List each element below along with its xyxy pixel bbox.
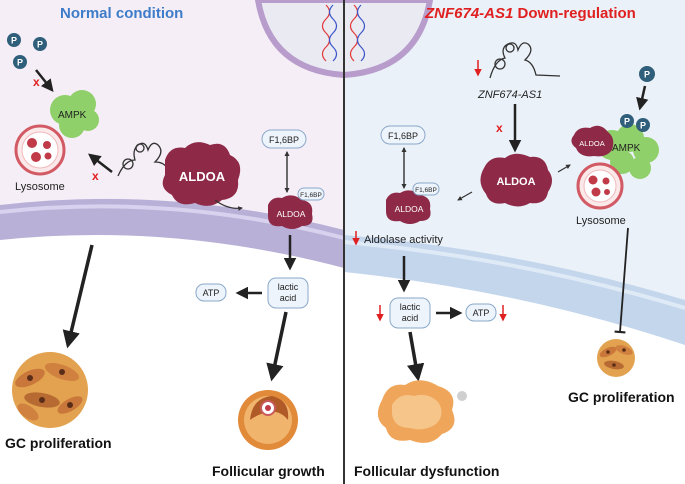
follicular-growth-label: Follicular growth xyxy=(212,463,325,479)
right-title-gene: ZNF674-AS1 xyxy=(424,5,513,22)
phosphate-icon xyxy=(620,114,634,128)
phosphate-label: P xyxy=(17,58,23,68)
aldolase-activity-label: Aldolase activity xyxy=(364,234,443,246)
aldoa-complex-right xyxy=(571,125,614,157)
left-title: Normal condition xyxy=(60,5,183,22)
inhibit-mark-right: x xyxy=(496,121,503,135)
f16bp-small-label-left: F1,6BP xyxy=(300,192,322,199)
aldoa-small-left xyxy=(268,195,313,229)
lncrna-stemloop-right xyxy=(489,42,561,79)
phosphate-icon: P P P xyxy=(7,33,47,69)
ampk-complex-left: AMPK xyxy=(50,90,99,138)
ampk-label-left: AMPK xyxy=(58,110,87,121)
lactic-line: lactic xyxy=(400,302,421,312)
aldoa-large-right xyxy=(480,153,552,207)
right-title: ZNF674-AS1 Down-regulation xyxy=(424,5,636,22)
f16bp-pill-left: F1,6BP xyxy=(261,129,307,149)
atp-pill-left: ATP xyxy=(195,283,227,302)
f16bp-small-pill-left: F1,6BP xyxy=(297,187,325,201)
f16bp-small-label-right: F1,6BP xyxy=(415,187,437,194)
f16bp-pill-right: F1,6BP xyxy=(380,125,426,145)
lactic-line: acid xyxy=(402,313,419,323)
gc-cells-left-image xyxy=(12,352,88,428)
phosphate-label: P xyxy=(644,70,650,80)
phosphate-label: P xyxy=(624,117,630,127)
lysosome-label-right: Lysosome xyxy=(576,215,626,227)
ampk-label-right: AMPK xyxy=(612,143,641,154)
phosphate-icon xyxy=(639,66,655,82)
left-cell-cytoplasm xyxy=(0,0,344,230)
aldoa-small-label-left: ALDOA xyxy=(277,209,306,219)
phosphate-icon xyxy=(636,118,650,132)
inhibit-mark-left-2: x xyxy=(92,169,99,183)
gc-proliferation-label-right: GC proliferation xyxy=(568,389,675,405)
dna-right-icon xyxy=(349,4,366,62)
f16bp-label-left: F1,6BP xyxy=(269,135,299,145)
right-title-rest: Down-regulation xyxy=(513,5,636,22)
f16bp-small-pill-right: F1,6BP xyxy=(412,182,440,196)
gene-label-right: ZNF674-AS1 xyxy=(477,89,542,101)
right-membrane xyxy=(344,235,685,345)
aldoa-small-label-right: ALDOA xyxy=(395,204,424,214)
phosphate-label: P xyxy=(640,121,646,131)
aldoa-small-label-right-2: ALDOA xyxy=(579,139,604,148)
aldoa-label-right: ALDOA xyxy=(496,176,535,188)
follicle-image xyxy=(238,390,298,450)
gc-cells-right-image xyxy=(597,339,635,377)
lysosome-left xyxy=(14,124,66,176)
aldoa-label-left: ALDOA xyxy=(179,169,226,184)
dysfunctional-follicle-image xyxy=(377,380,467,443)
lactic-line: acid xyxy=(280,293,297,303)
left-membrane xyxy=(0,198,344,268)
lysosome-right xyxy=(576,162,624,210)
f16bp-label-right: F1,6BP xyxy=(388,131,418,141)
atp-label-left: ATP xyxy=(203,288,220,298)
atp-label-right: ATP xyxy=(473,308,490,318)
lysosome-label-left: Lysosome xyxy=(15,181,65,193)
phosphate-label: P xyxy=(11,36,17,46)
aldoa-small-right xyxy=(386,190,431,224)
gc-proliferation-label-left: GC proliferation xyxy=(5,435,112,451)
atp-pill-right: ATP xyxy=(465,303,497,322)
lactic-line: lactic xyxy=(278,282,299,292)
aldoa-large-left xyxy=(162,142,241,206)
phosphate-label: P xyxy=(37,40,43,50)
dna-left-icon xyxy=(321,4,338,62)
inhibit-mark-left: x xyxy=(33,75,40,89)
follicular-dysfunction-label: Follicular dysfunction xyxy=(354,463,499,479)
